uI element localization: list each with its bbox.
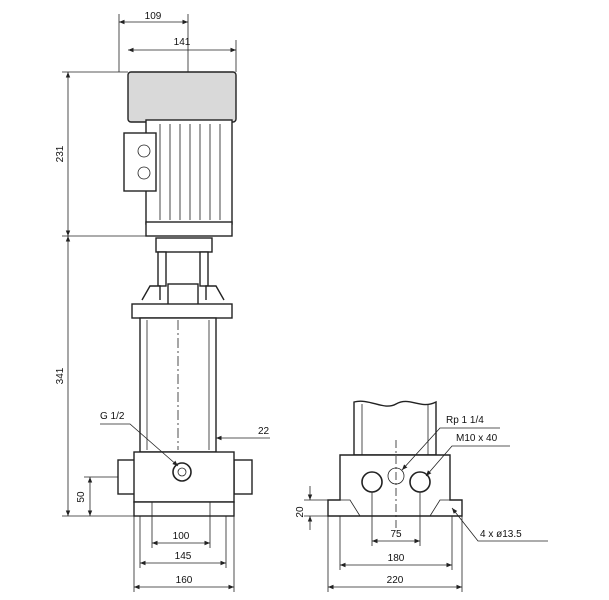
dim-label-145: 145 — [175, 551, 192, 562]
dim-label-160: 160 — [176, 575, 193, 586]
terminal-box — [123, 132, 157, 192]
dim-label-341: 341 — [55, 367, 66, 384]
front-dimensions: 109 141 231 341 50 22 G 1/2 100 145 — [55, 11, 270, 592]
base-chamber — [133, 451, 235, 503]
callout-port: Rp 1 1/4 — [446, 415, 484, 426]
right-port-flange — [233, 459, 253, 495]
dim-label-180: 180 — [388, 553, 405, 564]
dim-label-109: 109 — [145, 11, 162, 22]
dim-label-100: 100 — [173, 531, 190, 542]
motor-housing — [127, 71, 237, 123]
coupling-stool — [131, 237, 233, 319]
motor — [123, 71, 237, 237]
base-plate — [133, 501, 235, 517]
callout-mounting-holes-leader — [451, 507, 548, 542]
side-base-block — [327, 454, 463, 517]
motor-bottom-flange — [145, 221, 233, 237]
side-view — [327, 400, 463, 530]
side-sleeve — [353, 400, 437, 456]
dim-label-20: 20 — [295, 506, 306, 518]
callout-port-leader — [401, 427, 500, 471]
drain-plug-icon — [172, 462, 192, 482]
coupling-right-rib — [199, 251, 209, 287]
pump-top-flange — [131, 303, 233, 319]
callout-drain-leader — [100, 423, 179, 467]
dim-label-50: 50 — [76, 491, 87, 503]
cable-gland-lower-icon — [137, 166, 151, 180]
stool-base — [141, 285, 225, 301]
dim-label-22: 22 — [258, 426, 270, 437]
callout-bolts-leader — [425, 445, 510, 477]
callout-drain: G 1/2 — [100, 411, 125, 422]
dim-label-220: 220 — [387, 575, 404, 586]
motor-cooling-fins — [159, 124, 221, 220]
callout-mounting-holes: 4 x ø13.5 — [480, 529, 522, 540]
coupling-left-rib — [157, 251, 167, 287]
dim-label-141: 141 — [174, 37, 191, 48]
pump-body — [139, 317, 217, 453]
pump-base — [117, 451, 253, 517]
dim-label-231: 231 — [55, 145, 66, 162]
side-dimensions: Rp 1 1/4 M10 x 40 20 75 180 220 4 x ø13.… — [295, 415, 548, 592]
dim-label-75: 75 — [390, 529, 402, 540]
cable-gland-upper-icon — [137, 144, 151, 158]
stool-neck — [155, 237, 213, 253]
callout-bolts: M10 x 40 — [456, 433, 498, 444]
motor-finned-body — [145, 119, 233, 225]
